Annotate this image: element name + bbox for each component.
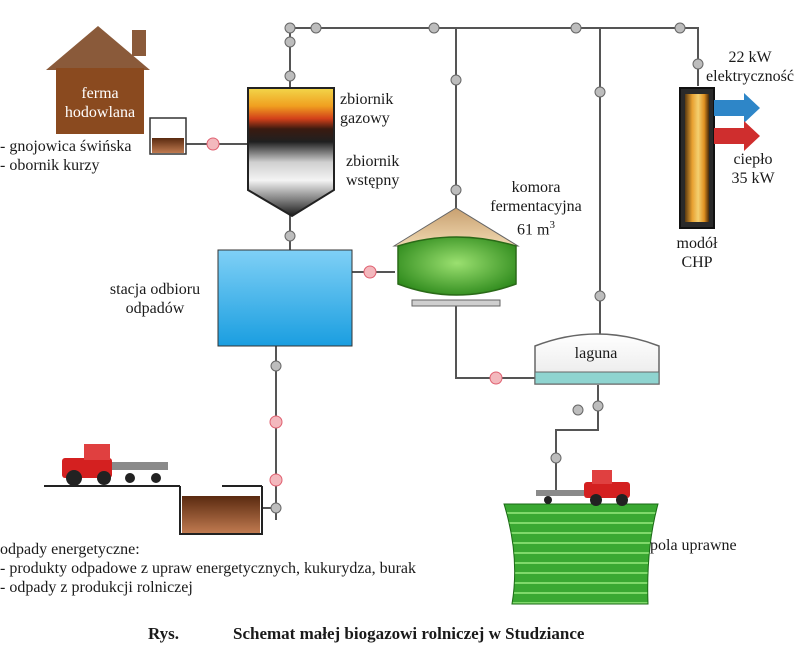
fermenter-line2: fermentacyjna xyxy=(490,198,582,215)
caption-title: Schemat małej biogazowi rolniczej w Stud… xyxy=(233,624,585,643)
heat-label: ciepło 35 kW xyxy=(722,150,784,188)
animal-inputs: - gnojowica świńska - obornik kurzy xyxy=(0,137,132,175)
fermenter-volume: 61 m3 xyxy=(474,216,598,239)
fermenter-volume-unit-sup: 3 xyxy=(549,219,555,231)
gas-tank-label: zbiornik gazowy xyxy=(340,90,393,128)
heat-arrow xyxy=(714,121,760,151)
tractor-left-icon xyxy=(62,444,168,486)
electricity-arrow xyxy=(714,93,760,123)
fermenter-volume-value: 61 m xyxy=(517,221,550,239)
farm-building xyxy=(46,26,150,134)
caption-prefix: Rys. xyxy=(148,624,180,643)
chp-module xyxy=(679,87,715,229)
waste-station-line2: odpadów xyxy=(125,300,185,317)
heat-text: ciepło xyxy=(733,151,773,168)
fermenter-line1: komora xyxy=(511,179,561,196)
waste-station-line1: stacja odbioru xyxy=(109,281,201,298)
energy-inputs-heading: odpady energetyczne: xyxy=(0,541,140,558)
fields-label: pola uprawne xyxy=(650,537,737,554)
electricity-label: 22 kW elektryczność xyxy=(692,48,808,86)
energy-input-2: - odpady z produkcji rolniczej xyxy=(0,579,193,596)
farm-label-line2: hodowlana xyxy=(64,104,136,121)
pre-tank-line1: zbiornik xyxy=(346,153,400,170)
waste-station-tank xyxy=(217,249,353,347)
farm-label-line1: ferma xyxy=(81,85,119,102)
chp-label: modół CHP xyxy=(668,234,726,272)
gas-tank-line2: gazowy xyxy=(340,110,390,127)
energy-input-1: - produkty odpadowe z upraw energetyczny… xyxy=(0,560,416,577)
electricity-text: elektryczność xyxy=(706,68,794,85)
fermenter-label: komora fermentacyjna 61 m3 xyxy=(474,178,598,239)
pre-tank-label: zbiornik wstępny xyxy=(346,152,399,190)
tractor-right-icon xyxy=(536,470,630,506)
gas-tank-line1: zbiornik xyxy=(340,91,394,108)
chp-label-line2: CHP xyxy=(681,254,713,271)
chp-label-line1: modół xyxy=(676,235,718,252)
heat-value: 35 kW xyxy=(731,170,775,187)
animal-input-1: - gnojowica świńska xyxy=(0,138,132,155)
waste-station-label: stacja odbioru odpadów xyxy=(96,280,214,318)
ground-and-pit xyxy=(44,485,263,535)
fermenter xyxy=(392,207,520,307)
lagoon-label: laguna xyxy=(574,345,618,362)
pre-tank-line2: wstępny xyxy=(346,172,400,189)
gas-pre-tank xyxy=(247,87,335,218)
field xyxy=(503,503,659,605)
animal-input-2: - obornik kurzy xyxy=(0,157,100,174)
manure-trough xyxy=(149,117,187,155)
lagoon xyxy=(534,333,660,385)
energy-inputs: odpady energetyczne: - produkty odpadowe… xyxy=(0,540,416,597)
electricity-value: 22 kW xyxy=(728,49,772,66)
farm-label: ferma hodowlana xyxy=(60,84,140,122)
